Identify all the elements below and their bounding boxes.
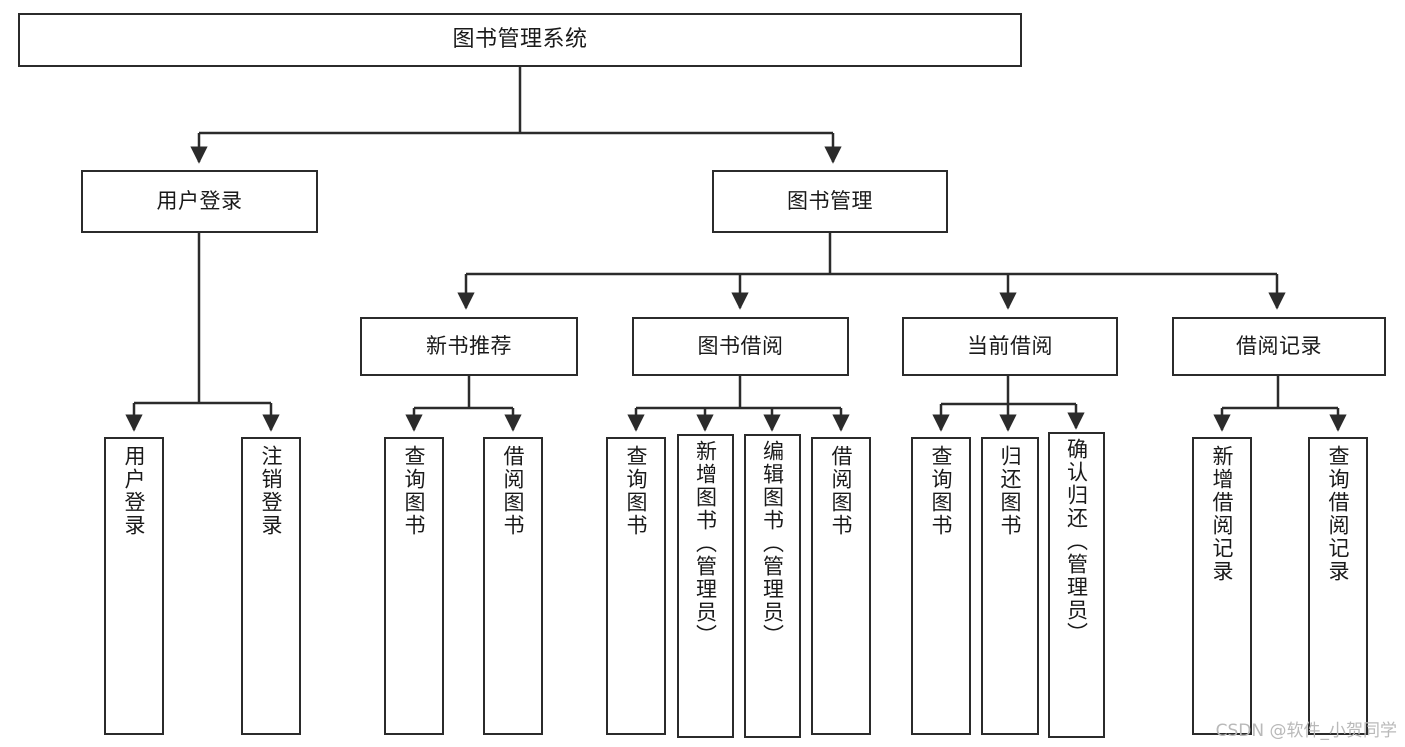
node-leaf-borrow-book-2[interactable]: 借阅图书 [811, 437, 871, 735]
node-book-management[interactable]: 图书管理 [712, 170, 948, 233]
node-leaf-borrow-book-1-label: 借阅图书 [501, 445, 526, 537]
node-borrow-record[interactable]: 借阅记录 [1172, 317, 1386, 376]
node-root-label: 图书管理系统 [452, 27, 588, 53]
node-leaf-edit-book[interactable]: 编辑图书（管理员） [744, 434, 801, 738]
node-leaf-confirm-return[interactable]: 确认归还（管理员） [1048, 432, 1105, 738]
node-leaf-return-book-label: 归还图书 [998, 445, 1023, 537]
node-book-management-label: 图书管理 [787, 189, 873, 214]
node-leaf-confirm-return-label: 确认归还（管理员） [1064, 438, 1089, 645]
node-leaf-query-book-1[interactable]: 查询图书 [384, 437, 444, 735]
node-leaf-add-book[interactable]: 新增图书（管理员） [677, 434, 734, 738]
node-root[interactable]: 图书管理系统 [18, 13, 1022, 67]
node-leaf-query-book-3[interactable]: 查询图书 [911, 437, 971, 735]
node-user-login[interactable]: 用户登录 [81, 170, 318, 233]
node-leaf-edit-book-label: 编辑图书（管理员） [760, 440, 785, 647]
node-leaf-add-record-label: 新增借阅记录 [1210, 445, 1235, 583]
node-book-borrow[interactable]: 图书借阅 [632, 317, 849, 376]
node-leaf-return-book[interactable]: 归还图书 [981, 437, 1039, 735]
node-leaf-query-book-1-label: 查询图书 [402, 445, 427, 537]
node-leaf-query-record[interactable]: 查询借阅记录 [1308, 437, 1368, 735]
node-current-borrow[interactable]: 当前借阅 [902, 317, 1118, 376]
node-leaf-add-book-label: 新增图书（管理员） [693, 440, 718, 647]
node-leaf-borrow-book-2-label: 借阅图书 [829, 445, 854, 537]
node-leaf-logout-login-label: 注销登录 [259, 445, 284, 537]
node-leaf-query-record-label: 查询借阅记录 [1326, 445, 1351, 583]
node-new-book-recommend-label: 新书推荐 [426, 334, 512, 359]
node-user-login-label: 用户登录 [156, 189, 243, 214]
node-leaf-query-book-2-label: 查询图书 [624, 445, 649, 537]
node-leaf-logout-login[interactable]: 注销登录 [241, 437, 301, 735]
node-leaf-user-login-label: 用户登录 [122, 445, 147, 537]
node-leaf-query-book-2[interactable]: 查询图书 [606, 437, 666, 735]
node-borrow-record-label: 借阅记录 [1236, 334, 1322, 359]
node-book-borrow-label: 图书借阅 [697, 334, 784, 359]
node-leaf-user-login[interactable]: 用户登录 [104, 437, 164, 735]
node-leaf-borrow-book-1[interactable]: 借阅图书 [483, 437, 543, 735]
node-new-book-recommend[interactable]: 新书推荐 [360, 317, 578, 376]
node-leaf-query-book-3-label: 查询图书 [929, 445, 954, 537]
node-current-borrow-label: 当前借阅 [967, 334, 1053, 359]
node-leaf-add-record[interactable]: 新增借阅记录 [1192, 437, 1252, 735]
